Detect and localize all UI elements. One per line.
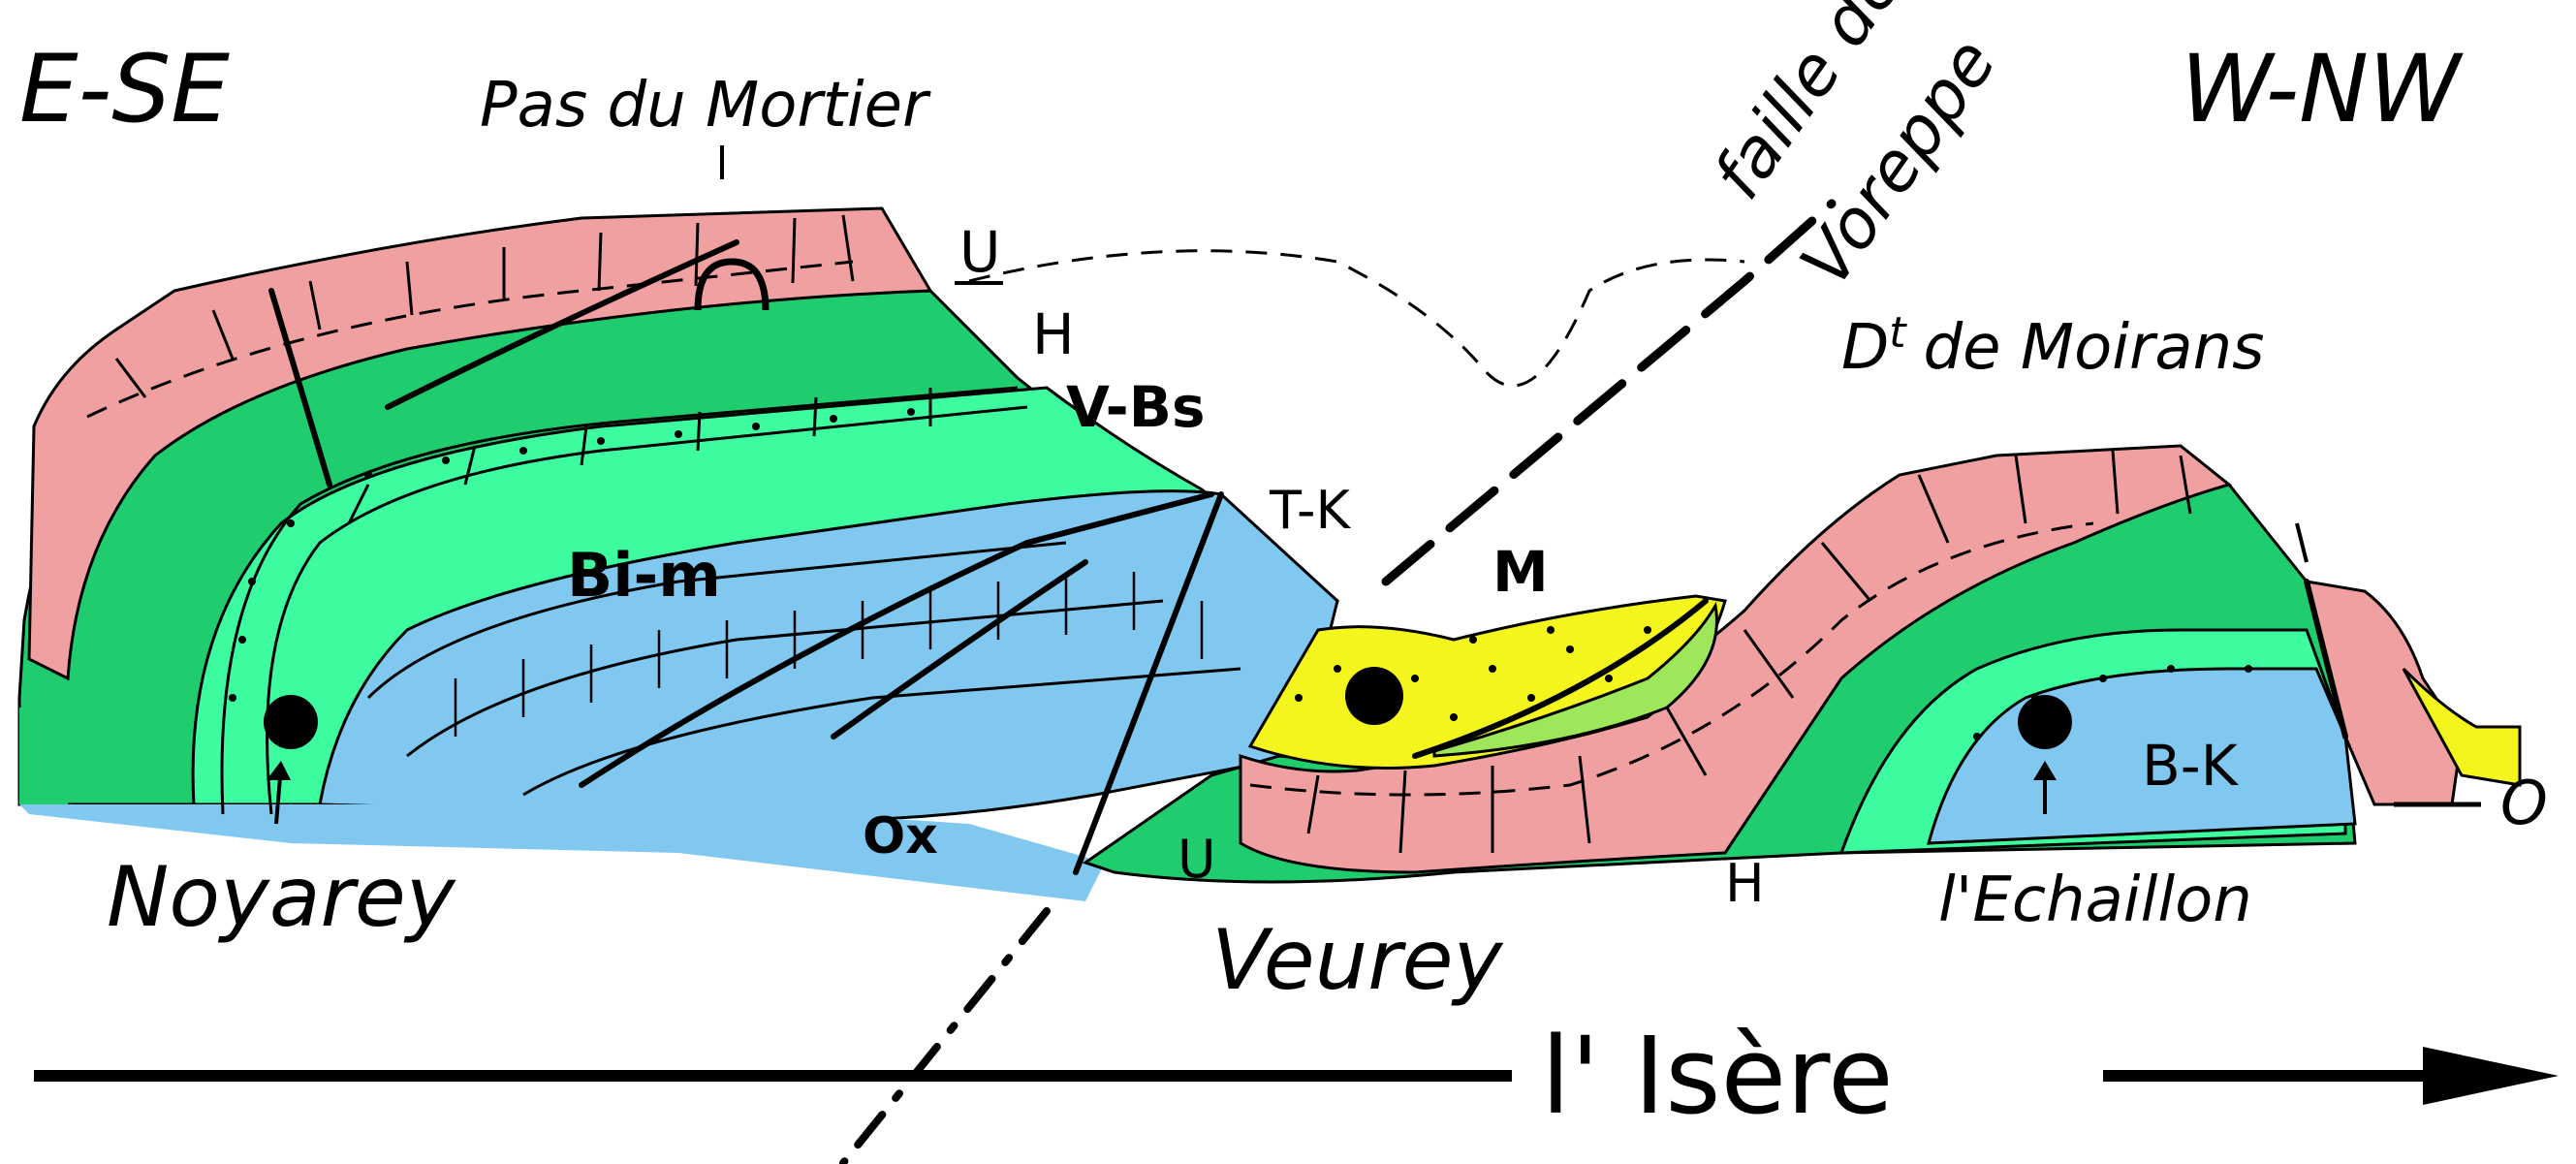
label-unit-h-bottom: H	[1725, 853, 1765, 914]
orientation-right: W-NW	[2181, 35, 2464, 143]
label-noyarey: Noyarey	[107, 849, 456, 946]
voreppe-fault-projection	[1386, 204, 1832, 582]
label-unit-h-top: H	[1032, 301, 1075, 367]
label-unit-ox: Ox	[863, 807, 938, 865]
label-unit-o: O	[2500, 768, 2548, 838]
label-unit-v-bs: V-Bs	[1066, 374, 1205, 440]
label-unit-u-top: U	[959, 219, 1000, 285]
river-arrow-head	[2423, 1047, 2559, 1105]
eroded-profile	[969, 251, 1744, 386]
label-veurey: Veurey	[1211, 912, 1503, 1009]
label-unit-t-k: T-K	[1269, 480, 1352, 541]
label-river: l' Isère	[1541, 1014, 1894, 1138]
label-unit-m: M	[1492, 539, 1549, 605]
label-echaillon: l'Echaillon	[1938, 865, 2252, 936]
well-veurey	[1345, 667, 1403, 725]
label-unit-bi-m: Bi-m	[567, 540, 721, 611]
orientation-left: E-SE	[19, 35, 230, 143]
label-unit-b-k: B-K	[2142, 733, 2240, 799]
label-unit-u-bottom: U	[1178, 829, 1216, 890]
label-pas-du-mortier: Pas du Mortier	[480, 70, 931, 142]
echaillon-tick	[2297, 523, 2307, 562]
voreppe-fault-depth	[843, 911, 1047, 1163]
